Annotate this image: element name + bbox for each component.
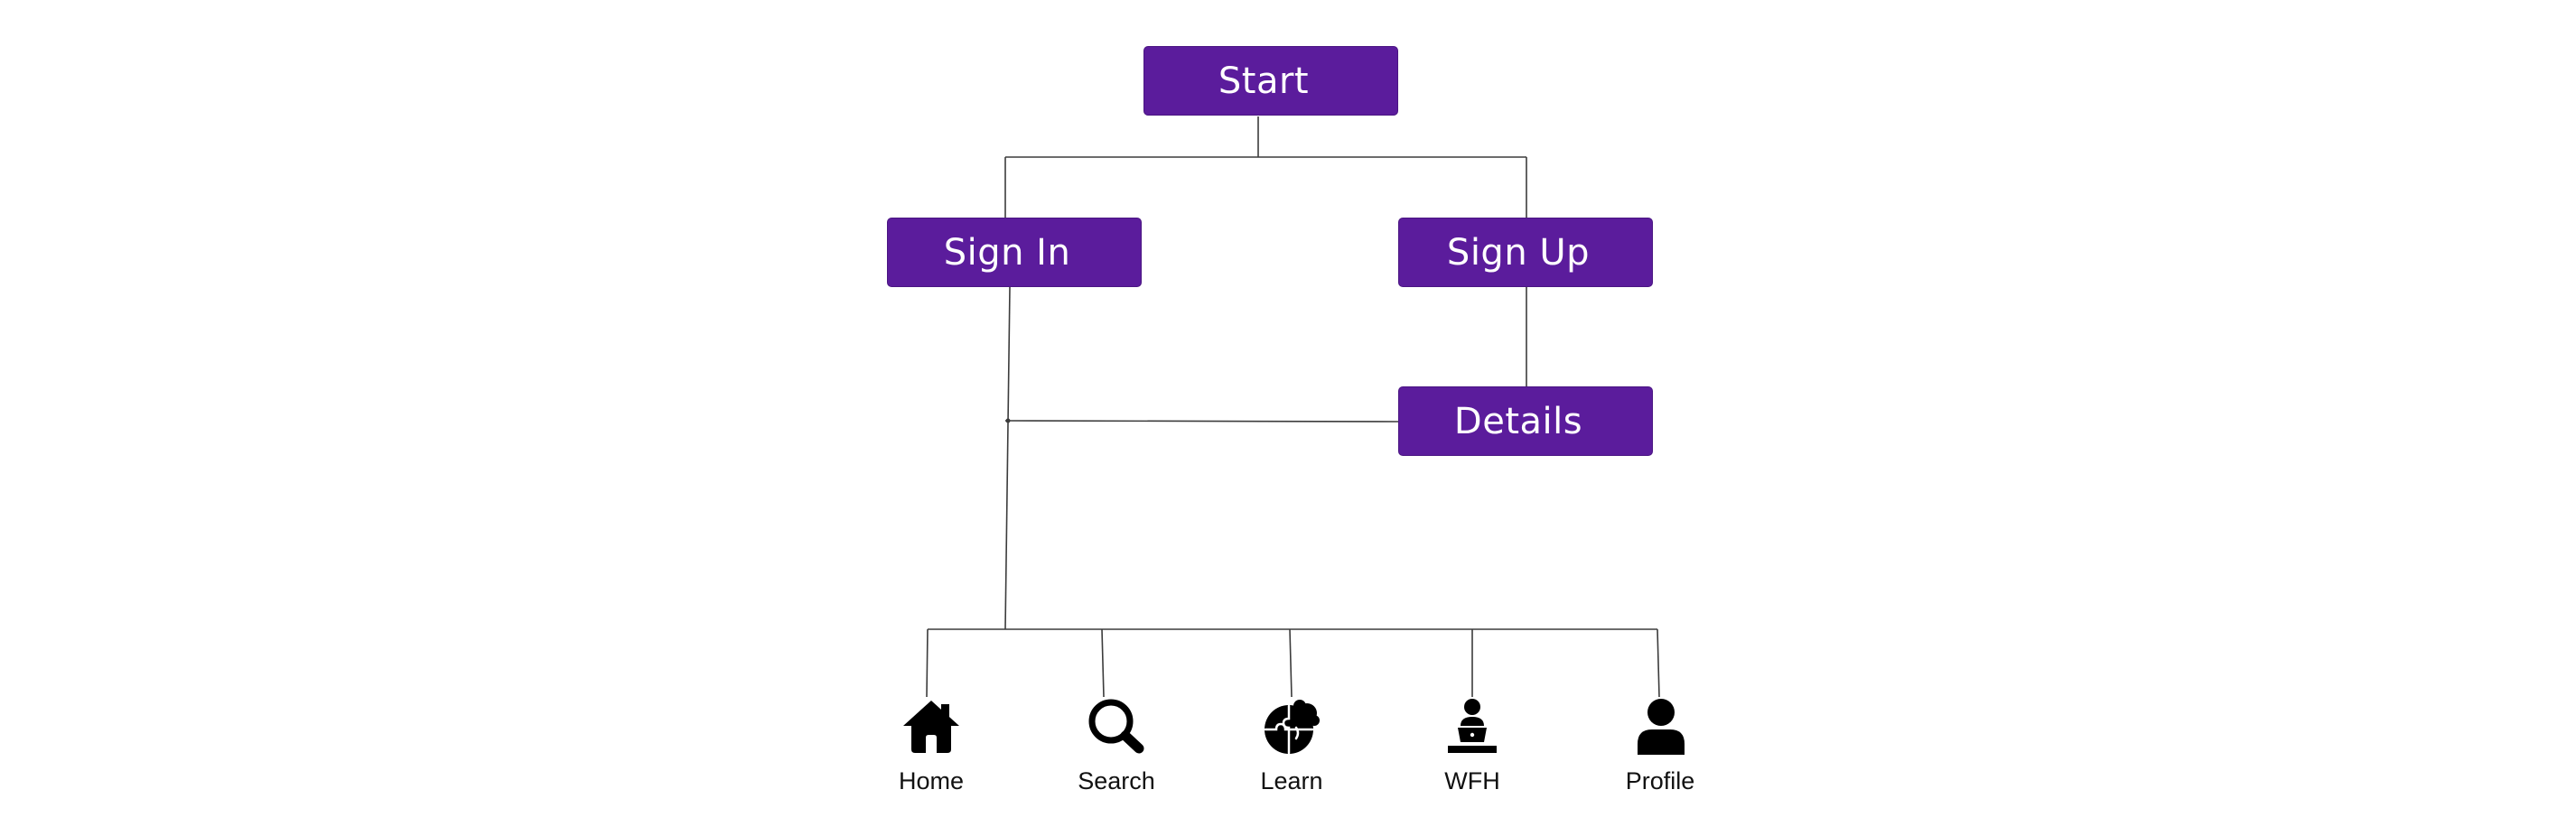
nav-label-home: Home bbox=[898, 767, 965, 794]
start-node-label: Start bbox=[1218, 60, 1310, 102]
connector-details-join bbox=[1004, 420, 1399, 423]
sign-up-node[interactable]: Sign Up bbox=[1398, 218, 1653, 287]
details-node[interactable]: Details bbox=[1398, 386, 1653, 456]
nav-item-search[interactable]: Search bbox=[1053, 695, 1180, 803]
nav-item-learn[interactable]: Learn bbox=[1228, 695, 1355, 803]
work-from-home-icon bbox=[1448, 699, 1497, 753]
sign-up-node-label: Sign Up bbox=[1446, 231, 1591, 274]
details-node-label: Details bbox=[1453, 400, 1583, 442]
connector-to-search bbox=[1101, 628, 1105, 698]
nav-label-learn: Learn bbox=[1260, 767, 1323, 794]
connector-to-home bbox=[926, 628, 929, 698]
nav-item-profile[interactable]: Profile bbox=[1597, 695, 1723, 803]
start-node[interactable]: Start bbox=[1143, 46, 1398, 116]
connector-to-profile bbox=[1657, 628, 1660, 698]
nav-item-wfh[interactable]: WFH bbox=[1409, 695, 1535, 803]
profile-icon bbox=[1638, 699, 1685, 755]
sign-in-node[interactable]: Sign In bbox=[887, 218, 1142, 287]
home-icon bbox=[903, 701, 959, 753]
nav-item-home[interactable]: Home bbox=[868, 695, 994, 803]
nav-label-wfh: WFH bbox=[1444, 767, 1500, 794]
nav-label-profile: Profile bbox=[1625, 767, 1695, 794]
junction-dot bbox=[1005, 418, 1011, 423]
nav-label-search: Search bbox=[1078, 767, 1155, 794]
puzzle-globe-icon bbox=[1264, 700, 1320, 755]
sign-in-node-label: Sign In bbox=[943, 231, 1071, 274]
connector-sign-in-down bbox=[1004, 286, 1011, 630]
connector-to-learn bbox=[1289, 628, 1293, 698]
search-icon bbox=[1088, 699, 1144, 754]
